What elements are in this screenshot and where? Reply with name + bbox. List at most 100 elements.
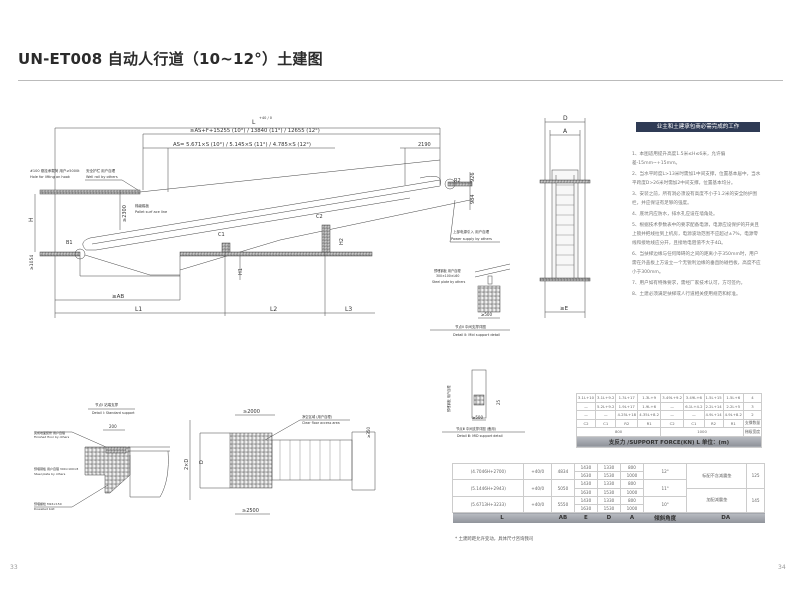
dim-H1: H1 bbox=[238, 268, 244, 275]
table-cell: 800 bbox=[619, 462, 644, 473]
column-header: D bbox=[597, 512, 621, 524]
note-item: 5、根据技术参数表中的要求配备电源，电源应设保护的开关且上锁并把线拉到上机房，电… bbox=[632, 223, 759, 246]
table-cell: 2.2L+14 bbox=[703, 401, 724, 411]
column-header: 倾斜角度 bbox=[643, 512, 687, 524]
table-cell: 1430 bbox=[573, 495, 598, 505]
elevation-view: L +40 / 0 ≥AS+F+15255 (10°) / 13840 (11°… bbox=[28, 116, 500, 318]
table-cell: 12° bbox=[642, 462, 688, 481]
table-cell: 1000 bbox=[619, 503, 644, 514]
table-caption-row: 支反力 /SUPPORT FORCE(KN) L 单位：(m) bbox=[576, 435, 762, 448]
table-cell: — bbox=[660, 401, 685, 411]
plan-D: D bbox=[199, 460, 205, 464]
plate-en: Steel plate by others bbox=[432, 280, 466, 284]
table-cell: 3.1L+9.2 bbox=[595, 393, 617, 403]
plan-350: ≥350 bbox=[366, 427, 371, 438]
dim-200: 200 bbox=[109, 424, 117, 429]
table-cell: 1.5L+15 bbox=[703, 393, 724, 403]
table-caption: 支反力 /SUPPORT FORCE(KN) L 单位：(m) bbox=[576, 435, 762, 448]
plan-2xD: 2×D bbox=[184, 459, 190, 470]
table-cell: 1.3L+9 bbox=[637, 393, 662, 403]
dim-H2: H2 bbox=[339, 238, 345, 245]
table-cell: 1.9L+6 bbox=[637, 401, 662, 411]
note-item: 6、当扶梯边缘与任何障碍的之间的距离小于350mm时，用户需在外盖板上方设立一个… bbox=[632, 252, 761, 275]
dim-E: ≥E bbox=[560, 306, 569, 312]
table-cell: 1000 bbox=[619, 487, 644, 497]
dim-D: D bbox=[563, 115, 568, 122]
upper-support-slab bbox=[447, 181, 473, 187]
table-cell: C2 bbox=[575, 418, 597, 428]
page-number-right: 34 bbox=[778, 564, 786, 571]
support-C2 bbox=[321, 224, 331, 253]
detail2-title-cn: 节点Ⅱ 中间支撑详图 bbox=[455, 324, 486, 329]
finished-en: Finished floor by others bbox=[34, 435, 70, 439]
dim-AB: ≥AB bbox=[112, 294, 124, 300]
table-cell: 标配不含减震垫 bbox=[686, 463, 748, 489]
label-hook-en: Hole for lifting on hook bbox=[30, 175, 71, 179]
detail1-title-en: Detail Ⅰ: Standard support bbox=[92, 411, 135, 415]
table-cell: 1530 bbox=[596, 471, 621, 481]
label-rail-cn: 安全护栏 用户自理 bbox=[86, 168, 116, 173]
table-cell: — bbox=[575, 401, 597, 411]
requirements-header: 业主和土建承包商必需完成的工作 bbox=[636, 122, 760, 132]
section-view: D A ≥E bbox=[539, 115, 591, 318]
table-cell: 800 bbox=[619, 495, 644, 505]
detail3-title-en: Detail Ⅲ: MID support detail bbox=[457, 434, 503, 438]
column-header: DA bbox=[686, 512, 765, 524]
bolt-en: Dowelled bolt bbox=[34, 507, 55, 511]
detail3-title-cn: 节点Ⅲ 中间支撑详图 (备用) bbox=[456, 426, 496, 431]
label-pallet-en: Pallet surf ace line bbox=[135, 210, 167, 214]
table-cell: 2 bbox=[742, 410, 763, 420]
table-cell: 4.25L+18 bbox=[615, 410, 639, 420]
table-cell: 支撑数量 bbox=[742, 418, 763, 428]
plate-cn: 预埋钢板 用户自理 bbox=[434, 268, 461, 273]
table-cell: 800 bbox=[575, 427, 662, 437]
label-C2: C2 bbox=[316, 214, 323, 220]
table-cell: (5.1446H+2943) bbox=[451, 479, 525, 497]
label-B1: B1 bbox=[66, 240, 73, 246]
table-cell: 1.3L+17 bbox=[615, 393, 639, 403]
dim-984: 984 bbox=[470, 194, 476, 204]
table-cell: 1530 bbox=[596, 503, 621, 514]
table-cell: 1630 bbox=[573, 503, 598, 514]
dim-926: 926 bbox=[470, 172, 476, 182]
support-C1 bbox=[221, 242, 231, 253]
table-cell: 11° bbox=[642, 479, 688, 497]
plan-2500: ≥2500 bbox=[242, 508, 259, 514]
table-cell: 1630 bbox=[573, 471, 598, 481]
table-cell: 1330 bbox=[596, 479, 621, 489]
table-cell: 1.5L+6 bbox=[722, 393, 744, 403]
dim-AS: AS= 5.671×S (10°) / 5.145×S (11°) / 4.78… bbox=[173, 142, 311, 148]
dim-H: H bbox=[28, 217, 35, 222]
table-cell: 1330 bbox=[596, 462, 621, 473]
table-cell: R1 bbox=[722, 418, 744, 428]
label-pallet-cn: 梯级踏板 bbox=[135, 203, 149, 208]
table-cell: 5550 bbox=[550, 495, 575, 514]
table-cell: 4.9L+8.2 bbox=[722, 410, 744, 420]
table-cell: 3.1L+10 bbox=[575, 393, 597, 403]
dim-2190: 2190 bbox=[418, 142, 431, 148]
detail-2-mid-support: ≥500 预埋钢板 用户自理 300×100×L60 Steel plate b… bbox=[430, 263, 511, 337]
table-cell: — bbox=[575, 410, 597, 420]
label-R2: R2 bbox=[454, 178, 461, 184]
table-cell: 1000 bbox=[619, 471, 644, 481]
table-cell: 145 bbox=[746, 487, 765, 514]
dim-L-tol: +40 / 0 bbox=[259, 116, 272, 120]
d3-dim-500: ≥500 bbox=[472, 415, 483, 420]
table-cell: 125 bbox=[746, 463, 765, 489]
detail-1-standard-support: 节点Ⅰ 站端支撑 Detail Ⅰ: Standard support 200 … bbox=[34, 402, 170, 511]
dim-L2: L2 bbox=[270, 306, 277, 313]
plate-cn: 预埋钢板 用户自理 300×100×8 bbox=[34, 466, 78, 471]
label-hook-cn: #100 悬挂承载荷 用户≥5000t bbox=[30, 168, 80, 173]
column-header: AB bbox=[551, 512, 575, 524]
label-power-en: Power supply by others bbox=[451, 237, 492, 241]
